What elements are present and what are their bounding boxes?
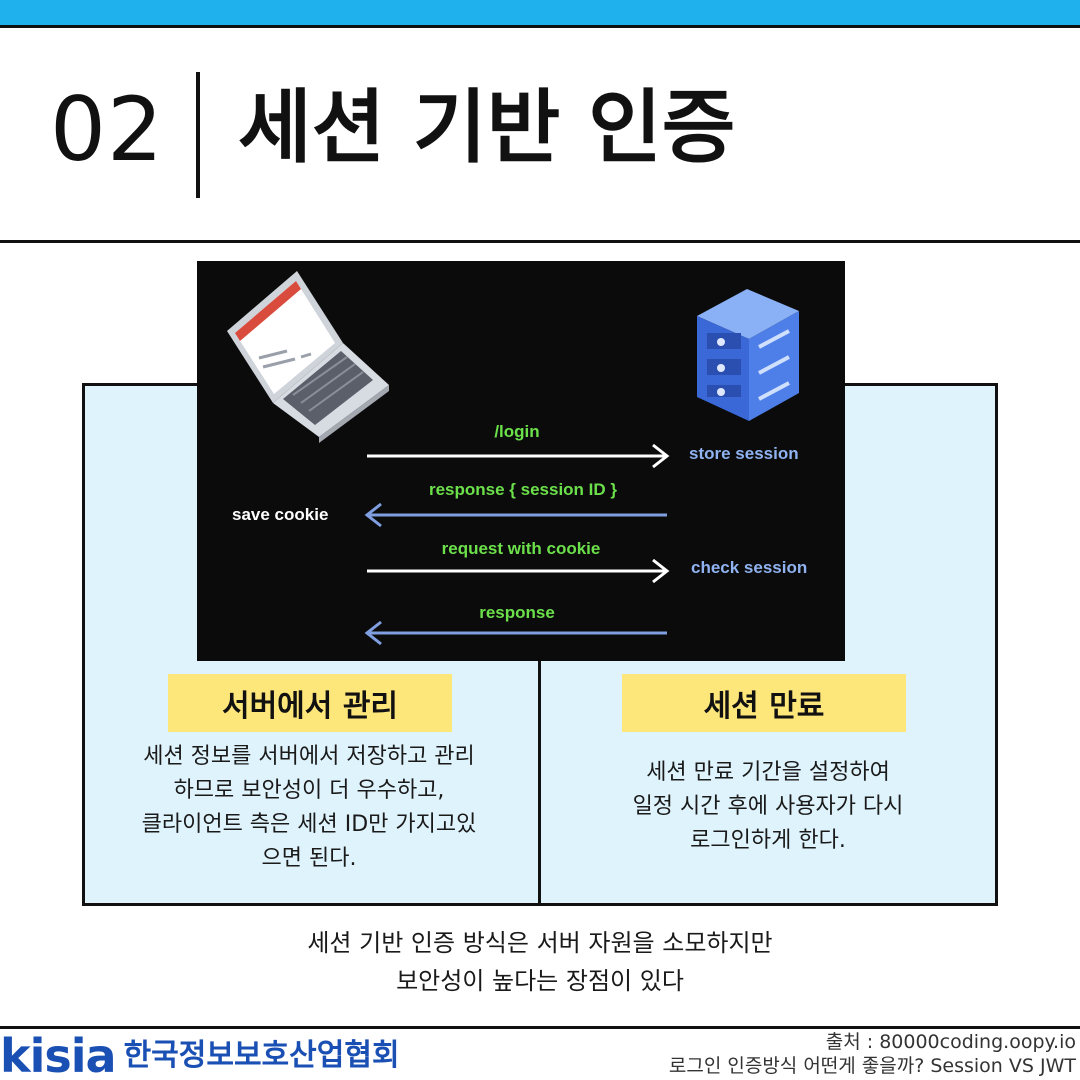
footer-divider bbox=[0, 1026, 1080, 1029]
description-line: 클라이언트 측은 세션 ID만 가지고있 bbox=[141, 812, 477, 837]
source-credit: 출처 : 80000coding.oopy.io 로그인 인증방식 어떤게 좋을… bbox=[669, 1030, 1076, 1078]
organization-name: 한국정보보호산업협회 bbox=[123, 1038, 400, 1073]
final-response-label: response bbox=[479, 603, 555, 622]
check-session-note: check session bbox=[691, 558, 807, 577]
panel-column-divider bbox=[538, 640, 541, 906]
header-divider bbox=[0, 240, 1080, 243]
server-managed-title: 서버에서 관리 bbox=[168, 674, 452, 732]
session-expiry-title: 세션 만료 bbox=[622, 674, 906, 732]
source-line: 로그인 인증방식 어떤게 좋을까? Session VS JWT bbox=[668, 1055, 1076, 1077]
source-line: 출처 : 80000coding.oopy.io bbox=[825, 1031, 1076, 1053]
description-line: 세션 만료 기간을 설정하여 bbox=[646, 760, 890, 785]
session-id-response-label: response { session ID } bbox=[429, 480, 617, 499]
laptop-icon bbox=[227, 271, 389, 443]
session-id-response-arrow bbox=[364, 502, 667, 528]
description-line: 세션 정보를 서버에서 저장하고 관리 bbox=[143, 744, 475, 769]
final-response-arrow bbox=[364, 620, 667, 646]
page-title: 세션 기반 인증 bbox=[238, 81, 736, 174]
kisia-logo: kisia 한국정보보호산업협회 bbox=[0, 1032, 400, 1080]
diagram-canvas: /login response { session ID } request w… bbox=[227, 271, 807, 646]
store-session-note: store session bbox=[689, 444, 799, 463]
description-line: 로그인하게 한다. bbox=[690, 828, 846, 853]
summary-line: 세션 기반 인증 방식은 서버 자원을 소모하지만 bbox=[307, 929, 773, 957]
server-stack-icon bbox=[697, 289, 799, 421]
description-line: 으면 된다. bbox=[261, 846, 357, 871]
server-managed-description: 세션 정보를 서버에서 저장하고 관리 하므로 보안성이 더 우수하고, 클라이… bbox=[92, 740, 526, 876]
title-divider bbox=[196, 72, 200, 198]
login-label: /login bbox=[494, 422, 539, 441]
section-number: 02 bbox=[50, 78, 164, 181]
session-flow-diagram: /login response { session ID } request w… bbox=[197, 261, 845, 661]
logo-mark: kisia bbox=[0, 1029, 117, 1080]
save-cookie-note: save cookie bbox=[232, 505, 328, 524]
description-line: 하므로 보안성이 더 우수하고, bbox=[173, 778, 445, 803]
summary-text: 세션 기반 인증 방식은 서버 자원을 소모하지만 보안성이 높다는 장점이 있… bbox=[140, 924, 940, 1000]
session-expiry-description: 세션 만료 기간을 설정하여 일정 시간 후에 사용자가 다시 로그인하게 한다… bbox=[548, 756, 988, 858]
top-accent-bar bbox=[0, 0, 1080, 28]
cookie-request-arrow bbox=[367, 558, 670, 584]
description-line: 일정 시간 후에 사용자가 다시 bbox=[632, 794, 904, 819]
login-arrow bbox=[367, 443, 670, 469]
cookie-request-label: request with cookie bbox=[442, 539, 601, 558]
summary-line: 보안성이 높다는 장점이 있다 bbox=[396, 967, 684, 995]
